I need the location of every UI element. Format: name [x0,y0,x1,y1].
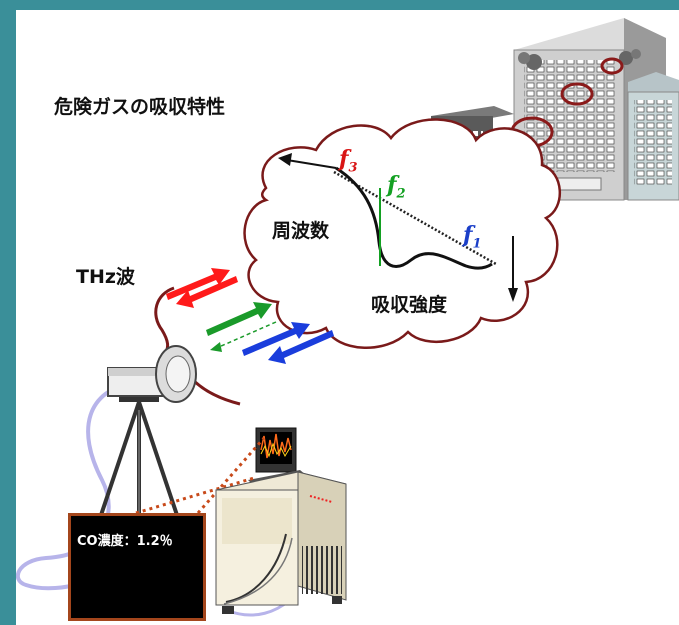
absorption-spectrum [278,153,518,302]
diagram-canvas: 危険ガスの吸収特性 THz波 周波数 吸収強度 f3 f2 f1 CO濃度：1.… [16,10,679,625]
computer-tower-icon [215,471,347,614]
diagram-title: 危険ガスの吸収特性 [54,96,226,118]
thz-antenna-icon [107,345,197,403]
gas-cloud [243,118,561,349]
freq-mark-f2: f2 [387,172,406,202]
tripod-icon [94,394,184,531]
freq-mark-f3: f3 [339,146,358,176]
thz-wave-label: THz波 [76,266,135,288]
concentration-monitor: CO濃度：1.2％ [68,513,206,621]
diagram-scene [16,18,679,617]
cable [16,380,137,591]
absorption-axis-label: 吸収強度 [371,294,448,316]
co-concentration-readout: CO濃度：1.2％ [77,534,173,549]
thz-beams [166,268,334,364]
freq-mark-f1: f1 [463,222,482,252]
frequency-axis-label: 周波数 [272,220,330,242]
